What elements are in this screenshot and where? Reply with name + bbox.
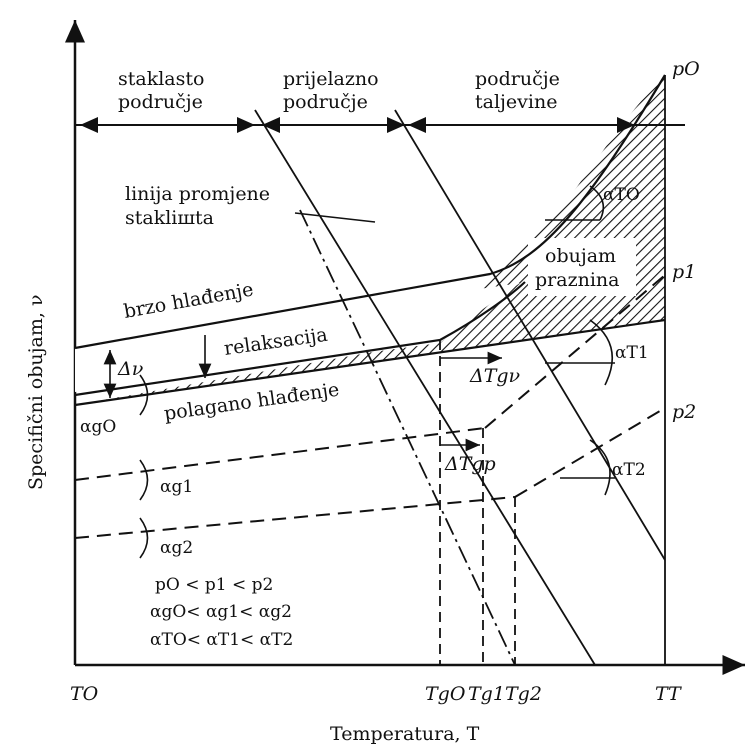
curve-p2-melt [514, 407, 666, 498]
delta-v-label: Δν [117, 358, 144, 380]
relation-at: αTO< αT1< αT2 [150, 630, 293, 650]
free-volume-hatch [75, 75, 665, 405]
tick-tt: TT [655, 683, 682, 705]
ag2-label: αg2 [160, 538, 193, 558]
arc-ag0 [139, 374, 149, 416]
curve-p1-melt [484, 274, 666, 429]
tick-t0: TO [70, 683, 99, 705]
delta-tgp-label: ΔTgp [444, 453, 496, 475]
at1-label: αT1 [615, 343, 649, 363]
tick-tg0: TgO [425, 683, 466, 705]
arc-at2 [589, 439, 611, 496]
region-glassy-1: staklasto [118, 68, 204, 90]
region-glassy-2: područje [118, 91, 203, 113]
curve-p0-lower [74, 318, 666, 407]
relation-pressure: pO < p1 < p2 [155, 575, 273, 595]
fast-cooling-label: brzo hlađenje [122, 278, 255, 322]
region-melt-1: područje [475, 68, 560, 90]
axes [65, 20, 745, 675]
arc-ag1 [139, 459, 149, 501]
at0-label: αTO [603, 185, 640, 205]
relation-ag: αgO< αg1< αg2 [150, 602, 292, 622]
ag0-label: αgO [80, 417, 116, 437]
glass-transition-label-1: linija promjene [125, 183, 270, 205]
x-axis-label: Temperatura, T [330, 723, 480, 745]
at2-label: αT2 [612, 460, 646, 480]
tick-tg1: Tg1 [468, 683, 505, 705]
p2-label: p2 [672, 401, 696, 423]
curve-slow-cooling [74, 281, 526, 397]
tg-line-1 [254, 109, 596, 666]
glass-transition-line [299, 209, 516, 666]
region-melt-2: taljevine [475, 91, 557, 113]
p1-label: p1 [672, 261, 696, 283]
region-transition-2: područje [283, 91, 368, 113]
tg-line-2 [394, 109, 666, 561]
curve-p2-glass [74, 496, 516, 539]
arc-at0 [589, 185, 605, 221]
region-transition-1: prijelazno [283, 68, 379, 90]
y-axis-label: Specifični obujam, ν [25, 294, 47, 490]
arc-at1 [589, 319, 614, 386]
leader-glass-transition [294, 212, 376, 223]
ag1-label: αg1 [160, 477, 193, 497]
hatch-mask [75, 283, 520, 392]
delta-tgv-label: ΔTgν [469, 365, 521, 387]
glass-transition-label-2: stakliшta [125, 207, 214, 229]
free-volume-label-1: obujam [545, 245, 616, 267]
tick-tg2: Tg2 [505, 683, 542, 705]
curve-p1-glass [74, 427, 486, 481]
p0-label: pO [672, 58, 700, 80]
arc-ag2 [139, 517, 149, 559]
curve-fast-cooling [74, 74, 666, 350]
free-volume-label-2: praznina [535, 269, 619, 291]
